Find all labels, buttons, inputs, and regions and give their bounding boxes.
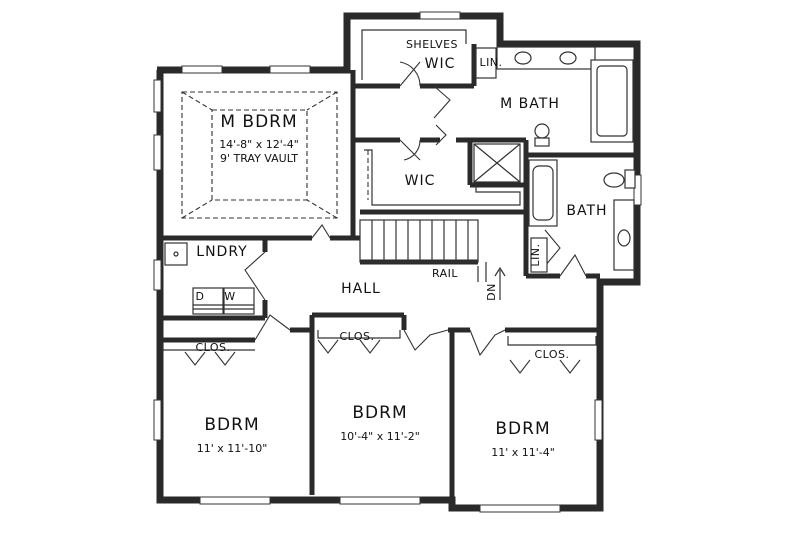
bedroom-middle-label: BDRM	[352, 403, 407, 423]
stair-down-label: DN	[485, 283, 498, 301]
dryer-label: D	[196, 290, 205, 303]
bedroom-left-label: BDRM	[204, 415, 259, 435]
master-bedroom-label: M BDRM	[220, 112, 297, 132]
washer-label: W	[224, 290, 235, 303]
master-bedroom-size: 14'-8" x 12'-4"	[219, 138, 299, 151]
bedroom-right-size: 11' x 11'-4"	[491, 446, 555, 459]
laundry-fixtures	[164, 242, 255, 315]
stairs	[359, 219, 506, 300]
linen-lower-label: LIN.	[529, 243, 542, 266]
tray-vault	[181, 91, 338, 219]
bedroom-left-size: 11' x 11'-10"	[197, 442, 268, 455]
master-bath-label: M BATH	[500, 96, 560, 112]
rail-label: RAIL	[432, 267, 458, 280]
interior-walls	[160, 44, 637, 508]
shelves-label: SHELVES	[406, 38, 458, 51]
bedroom-middle-size: 10'-4" x 11'-2"	[340, 430, 420, 443]
windows	[153, 11, 642, 513]
bedroom-closets	[162, 330, 597, 351]
bath-fixtures	[528, 159, 636, 273]
hall-label: HALL	[341, 281, 381, 297]
closet-right-label: CLOS.	[534, 348, 569, 361]
room-labels: M BDRM 14'-8" x 12'-4" 9' TRAY VAULT SHE…	[195, 38, 607, 459]
bedroom-right-label: BDRM	[495, 419, 550, 439]
closet-middle-label: CLOS.	[339, 330, 374, 343]
master-bath-fixtures	[473, 46, 634, 183]
linen-upper-label: LIN.	[479, 56, 502, 69]
wic-upper-label: WIC	[425, 56, 456, 72]
closet-shelves	[361, 29, 521, 206]
doors	[184, 61, 587, 374]
laundry-label: LNDRY	[196, 244, 247, 260]
wic-lower-label: WIC	[405, 173, 436, 189]
closet-left-label: CLOS.	[195, 341, 230, 354]
bath-label: BATH	[566, 203, 607, 219]
master-bedroom-note: 9' TRAY VAULT	[220, 152, 298, 165]
